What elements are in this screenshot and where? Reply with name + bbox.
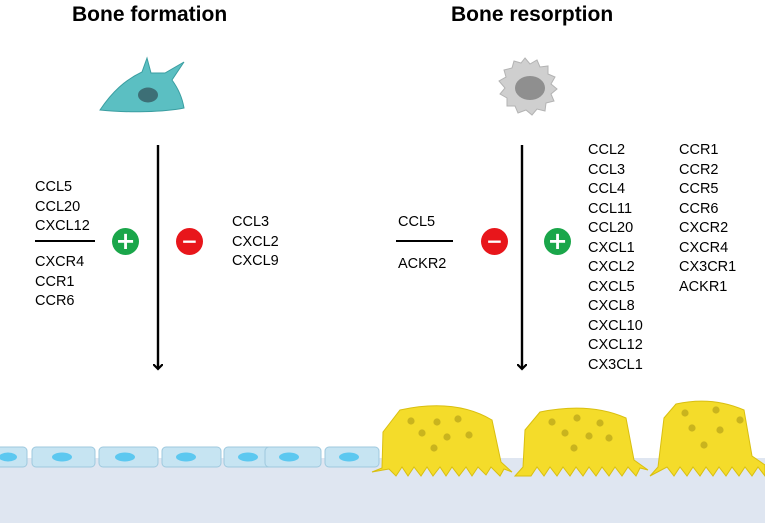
formation-promoting-receptors: CXCR4 CCR1 CCR6 [35, 253, 84, 312]
receptor-label: CCR6 [679, 200, 719, 217]
chemokine-label: CXCL2 [588, 259, 635, 275]
formation-minus-sign: − [176, 228, 203, 255]
osteoblast-nucleus [138, 87, 158, 103]
chemokine-label: CCL3 [232, 214, 270, 230]
resorption-minus-sign: − [481, 228, 508, 255]
receptor-label: CCR6 [35, 293, 75, 309]
resorption-promoting-receptors: CCR1 CCR2 CCR5 CCR6 CXCR2 CXCR4 CX3CR1 A… [679, 141, 736, 297]
osteoclast-1 [371, 405, 513, 477]
chemokine-label: CXCL9 [232, 253, 279, 269]
receptor-label: CXCR4 [35, 254, 85, 270]
receptor-label: CCR2 [679, 161, 719, 178]
formation-plus-sign: + [112, 228, 139, 255]
chemokine-label: CXCL2 [232, 233, 279, 250]
chemokine-label: CCL3 [588, 161, 626, 178]
formation-divider [35, 240, 95, 242]
resorption-inhibiting-receptor: ACKR2 [398, 256, 447, 272]
resorption-divider [396, 240, 453, 242]
resorption-promoting-ligands: CCL2 CCL3 CCL4 CCL11 CCL20 CXCL1 CXCL2 C… [588, 141, 643, 375]
receptor-label: CXCR2 [679, 220, 729, 236]
chemokine-label: CCL2 [588, 142, 626, 158]
chemokine-label: CXCL8 [588, 298, 635, 314]
resorption-inhibiting-ligand: CCL5 [398, 214, 436, 230]
receptor-label: CCR1 [35, 273, 75, 290]
resorption-plus-sign: + [544, 228, 571, 255]
chemokine-label: CCL11 [588, 200, 633, 217]
precursor-nucleus [515, 76, 545, 100]
osteoclast-3 [649, 400, 765, 477]
chemokine-label: CXCL5 [588, 278, 635, 295]
receptor-label: ACKR1 [679, 278, 728, 295]
chemokine-label: CXCL10 [588, 317, 643, 334]
bone-resorption-title: Bone resorption [451, 3, 614, 26]
chemokine-label: CCL20 [35, 198, 81, 215]
osteoclast-2 [513, 407, 649, 477]
bone-lining-cells [0, 446, 380, 468]
osteoblast-cell [99, 56, 185, 113]
receptor-label: CCR1 [679, 142, 719, 158]
receptor-label: CCR5 [679, 181, 719, 197]
bone-formation-title: Bone formation [72, 3, 228, 26]
chemokine-label: CX3CL1 [588, 356, 643, 373]
chemokine-label: CXCL12 [35, 218, 90, 234]
formation-inhibiting-list: CCL3 CXCL2 CXCL9 [232, 213, 279, 272]
chemokine-label: CCL5 [35, 179, 73, 195]
chemokine-label: CCL20 [588, 220, 634, 236]
chemokine-label: CXCL1 [588, 239, 635, 256]
receptor-label: CXCR4 [679, 239, 729, 256]
chemokine-label: CXCL12 [588, 337, 643, 353]
osteoclast-precursor-cell [498, 57, 558, 116]
chemokine-label: CCL4 [588, 181, 626, 197]
formation-promoting-ligands: CCL5 CCL20 CXCL12 [35, 178, 90, 237]
receptor-label: CX3CR1 [679, 259, 737, 275]
